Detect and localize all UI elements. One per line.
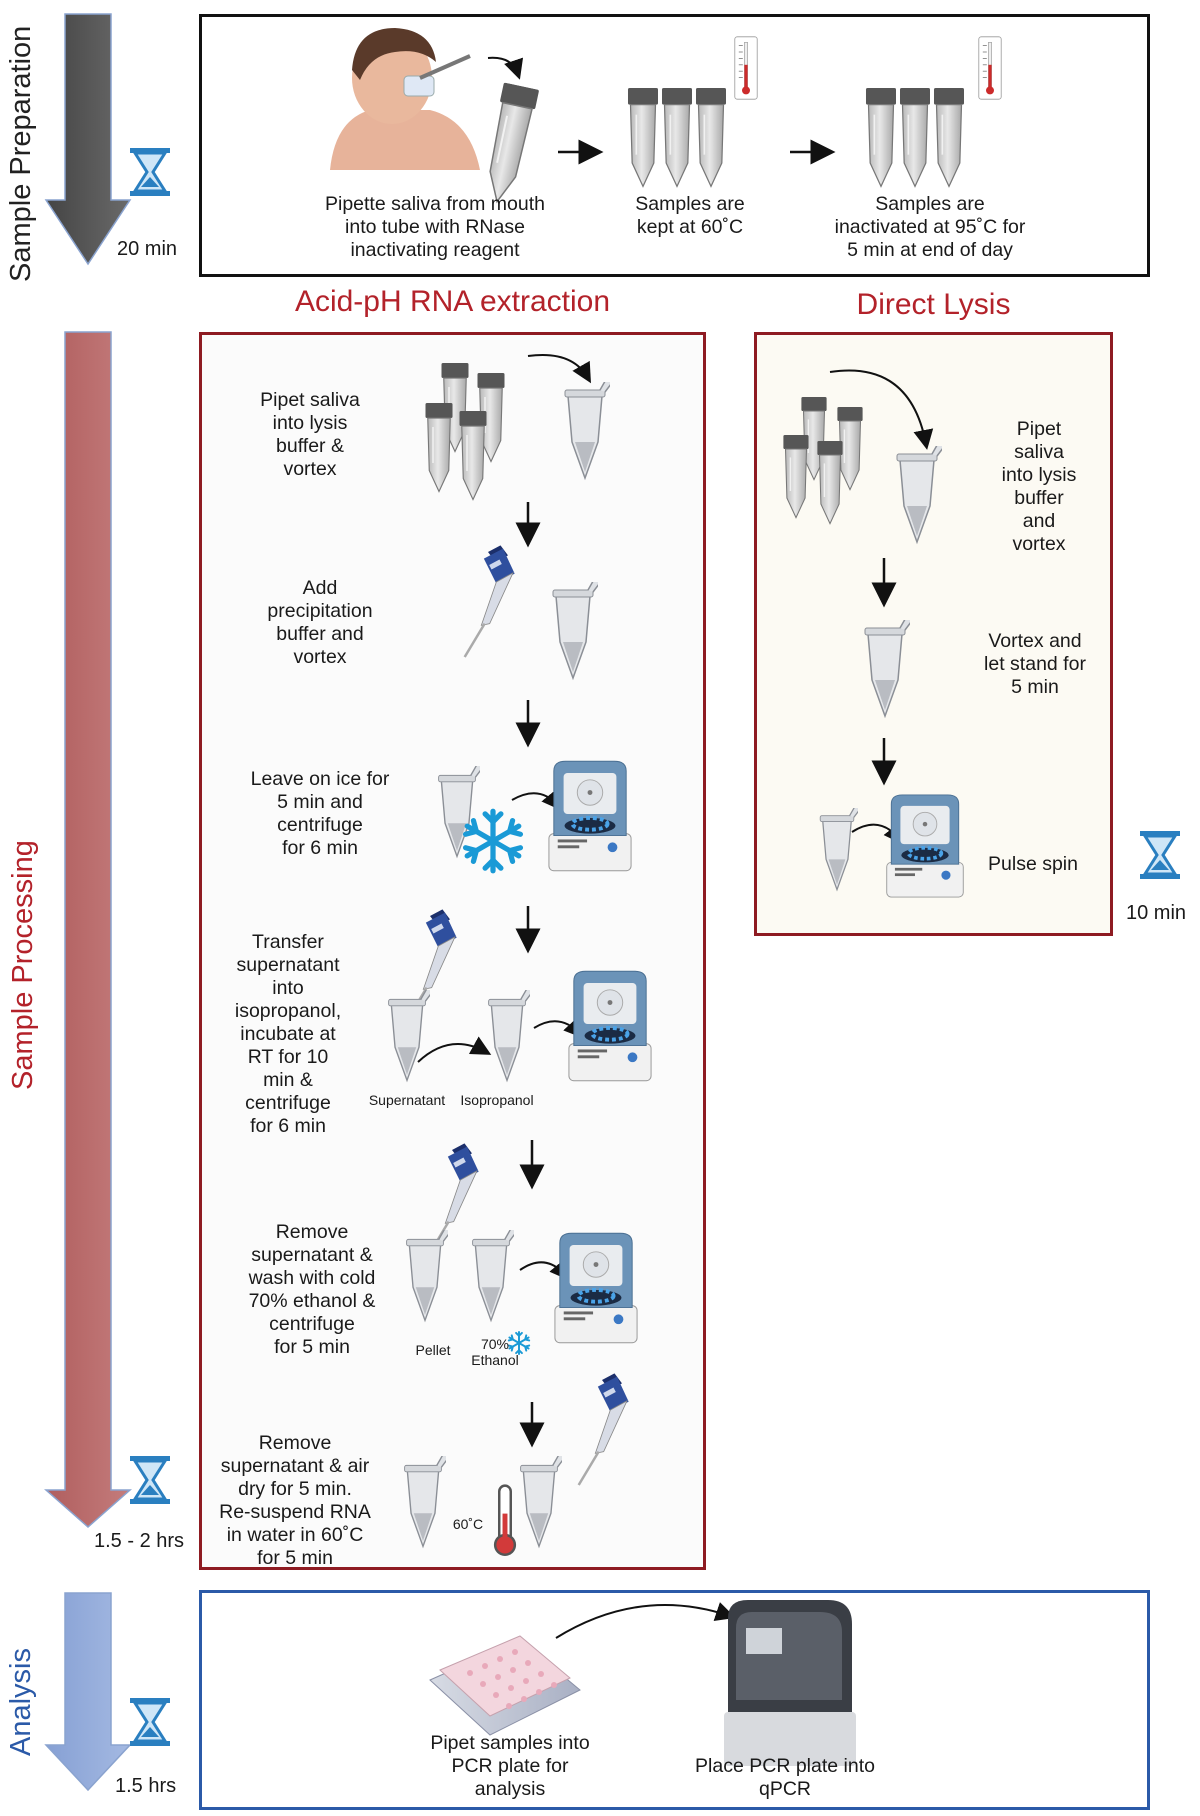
lysis-time: 10 min: [1126, 902, 1187, 924]
label-ethanol: 70%Ethanol: [471, 1336, 519, 1368]
stage-time-analysis: 1.5 hrs: [115, 1775, 177, 1797]
hourglass-icon: [130, 148, 170, 196]
preparation-arrow: [44, 13, 132, 266]
processing-arrow: [44, 331, 132, 1528]
direct-lysis-title: Direct Lysis: [856, 288, 1011, 321]
label-supernatant: Supernatant: [368, 1092, 446, 1108]
stage-time-preparation: 20 min: [117, 238, 178, 260]
preparation-box: [199, 14, 1150, 277]
hourglass-icon: [1140, 831, 1180, 879]
stage-time-processing: 1.5 - 2 hrs: [94, 1530, 185, 1552]
acid-extraction-title: Acid-pH RNA extraction: [294, 285, 611, 318]
label-isopropanol: Isopropanol: [460, 1092, 534, 1108]
acid-extraction-box: [199, 332, 706, 1570]
label-temp: 60˚C: [452, 1516, 484, 1532]
hourglass-icon: [130, 1456, 170, 1504]
saliva-tube: [478, 82, 541, 207]
person-illustration: [330, 28, 480, 170]
hourglass-icon: [130, 1698, 170, 1746]
analysis-arrow: [44, 1592, 132, 1792]
label-pellet: Pellet: [415, 1342, 451, 1358]
pcr-plate: [429, 1635, 581, 1736]
lysis-step-3: Pulse spin: [988, 853, 1078, 875]
analysis-box: [199, 1590, 1150, 1810]
qpcr-machine: [724, 1600, 856, 1766]
